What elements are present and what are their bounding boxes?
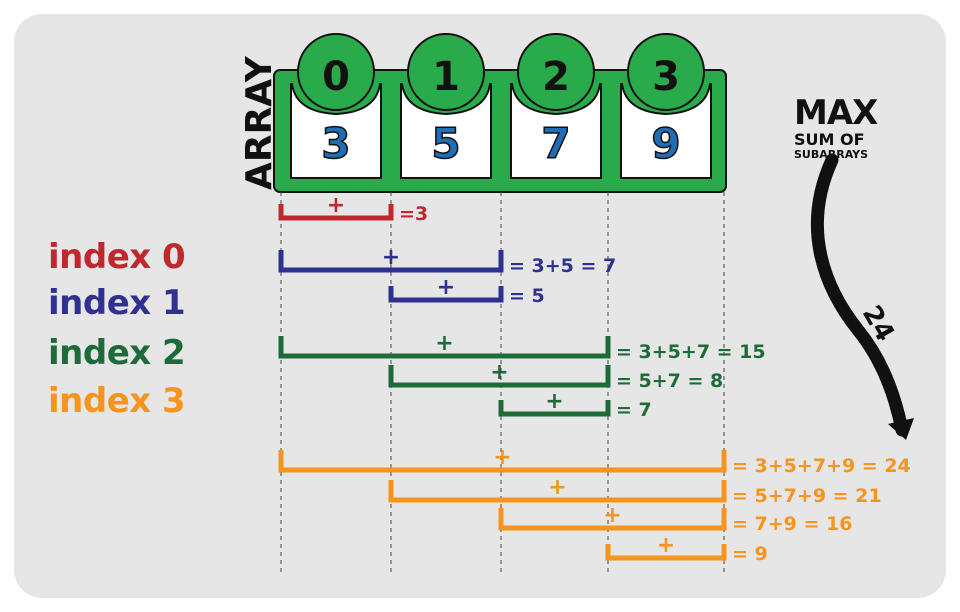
bracket-line — [388, 365, 611, 388]
legend-label: index 2 — [48, 333, 186, 373]
sum-result: = 5+7 = 8 — [616, 370, 723, 392]
plus-sign: + — [603, 503, 621, 528]
array-container: ARRAY 0 3 1 5 2 7 3 9 — [239, 33, 727, 193]
index-bubble — [297, 33, 375, 111]
bracket-line — [278, 204, 394, 221]
sum-result: = 7 — [616, 399, 652, 421]
index-bubble — [517, 33, 595, 111]
array-value: 5 — [431, 119, 460, 168]
array-cell — [290, 83, 382, 179]
plus-sign: + — [548, 475, 566, 500]
sum-result: = 3+5 = 7 — [509, 255, 616, 277]
index-bubble — [407, 33, 485, 111]
bracket-line — [605, 544, 727, 561]
bracket-line — [498, 400, 611, 417]
array-value: 3 — [321, 119, 350, 168]
sum-result: =3 — [399, 203, 428, 225]
bracket-line — [278, 450, 727, 473]
array-cell — [620, 83, 712, 179]
plus-sign: + — [435, 331, 453, 356]
max-sum-arrow: 24 — [811, 153, 914, 440]
subarray-bracket: + = 9 — [605, 533, 768, 565]
plus-sign: + — [493, 445, 511, 470]
legend-index-1: index 1 — [48, 283, 186, 323]
subarray-bracket: + =3 — [278, 193, 428, 225]
max-title-line1: MAX — [794, 93, 878, 133]
legend-label: index 3 — [48, 381, 186, 421]
array-body — [273, 69, 727, 193]
subarray-bracket: + = 3+5+7 = 15 — [278, 331, 766, 363]
array-label: ARRAY — [239, 55, 280, 190]
legend-index-3: index 3 — [48, 381, 186, 421]
array-cell — [510, 83, 602, 179]
bracket-line — [278, 336, 611, 359]
array-index-label: 1 — [432, 54, 460, 100]
sum-result: = 5 — [509, 285, 545, 307]
plus-sign: + — [657, 533, 675, 558]
legend-index-2: index 2 — [48, 333, 186, 373]
bracket-line — [388, 480, 727, 503]
bracket-line — [498, 508, 727, 531]
sum-result: = 3+5+7+9 = 24 — [732, 455, 911, 477]
array-cell — [400, 83, 492, 179]
subarray-bracket: + = 5+7+9 = 21 — [388, 475, 882, 507]
bracket-line — [278, 250, 504, 273]
subarray-bracket: + = 7+9 = 16 — [498, 503, 853, 535]
max-title-line2: SUM OF — [794, 130, 865, 149]
plus-sign: + — [437, 275, 455, 300]
array-index-label: 2 — [542, 54, 570, 100]
plus-sign: + — [545, 389, 563, 414]
subarray-bracket: + = 5 — [388, 275, 545, 307]
legend-label: index 0 — [48, 237, 186, 277]
sum-result: = 7+9 = 16 — [732, 513, 853, 535]
plus-sign: + — [327, 193, 345, 218]
sum-result: = 3+5+7 = 15 — [616, 341, 766, 363]
index-bubble — [627, 33, 705, 111]
array-value: 9 — [651, 119, 680, 168]
subarray-bracket: + = 7 — [498, 389, 652, 421]
subarray-bracket: + = 3+5 = 7 — [278, 245, 616, 277]
bracket-line — [388, 286, 504, 303]
plus-sign: + — [382, 245, 400, 270]
array-index-label: 0 — [322, 54, 350, 100]
plus-sign: + — [490, 360, 508, 385]
array-index-label: 3 — [652, 54, 680, 100]
arrow-head-icon — [888, 418, 914, 440]
array-value: 7 — [541, 119, 570, 168]
sum-result: = 9 — [732, 543, 768, 565]
subarray-brackets: + =3 + = 3+5 = 7 + = 5 + = 3+5+7 = 15 + = 5+7 = 8… — [278, 193, 911, 565]
arrow-curve — [811, 153, 909, 437]
legend-label: index 1 — [48, 283, 186, 323]
sum-result: = 5+7+9 = 21 — [732, 485, 882, 507]
subarray-bracket: + = 3+5+7+9 = 24 — [278, 445, 911, 477]
subarray-bracket: + = 5+7 = 8 — [388, 360, 723, 392]
legend-index-0: index 0 — [48, 237, 186, 277]
